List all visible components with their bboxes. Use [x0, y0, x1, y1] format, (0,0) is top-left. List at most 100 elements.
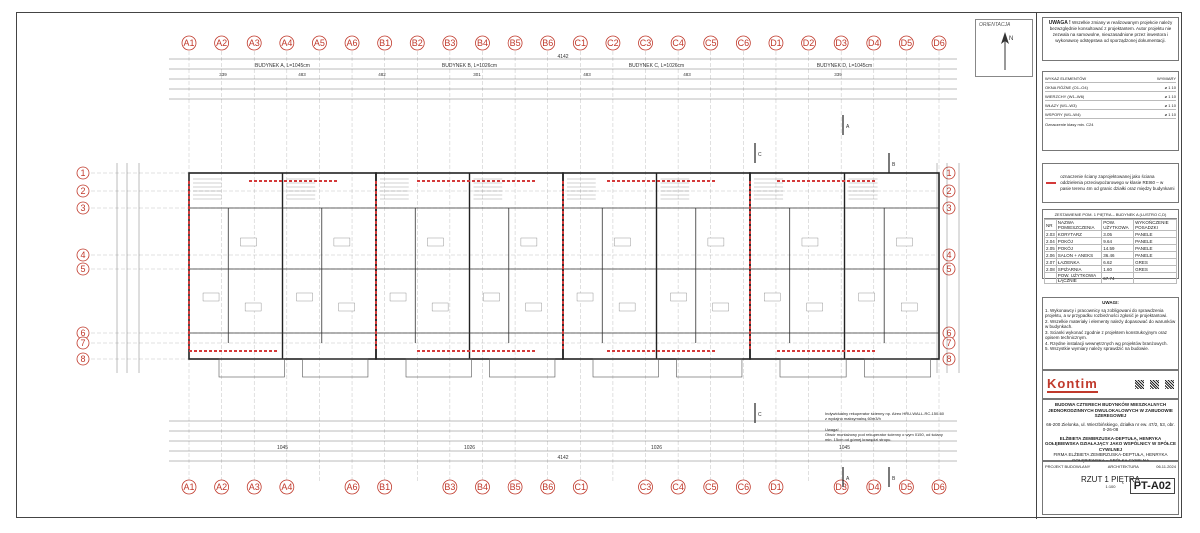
axis-bubble	[735, 35, 751, 51]
building-label: BUDYNEK A, L=1045cm	[255, 63, 310, 69]
axis-label: D3	[835, 38, 847, 48]
stage-label: PROJEKT BUDOWLANY	[1045, 464, 1091, 469]
room-cell: KORYTARZ	[1055, 230, 1103, 238]
axis-bubble	[246, 35, 262, 51]
balcony	[676, 358, 743, 378]
rooms-total-row: POW. UŻYTKOWA ŁĄCZNIE 67.74	[1044, 272, 1177, 284]
row-bubble	[76, 184, 90, 198]
fire-wall-legend-text: oznaczenie ściany zaprojektowanej jako ś…	[1060, 174, 1175, 191]
axis-bubble	[507, 479, 523, 495]
row-label: 3	[80, 203, 85, 213]
axis-bubble	[670, 479, 686, 495]
dimension-text: 1026	[464, 445, 475, 451]
balcony	[218, 358, 285, 378]
investor-line-2: FIRMA ELŻBIETA ZEMBRZUSKA-DEPTUŁA, HENRY…	[1053, 452, 1168, 463]
room-tag	[712, 302, 729, 312]
rooms-table-title: ZESTAWIENIE POM. 1 PIĘTRA – BUDYNEK A (L…	[1044, 211, 1177, 219]
axis-bubble	[572, 35, 588, 51]
axis-bubble	[540, 35, 556, 51]
axis-bubble	[801, 35, 816, 51]
axis-bubble	[279, 35, 295, 51]
axis-label: A3	[249, 38, 260, 48]
room-tag	[427, 237, 444, 247]
elements-header: WYKAZ ELEMENTÓW WYMIARY	[1045, 74, 1176, 83]
notes-title: UWAGI:	[1102, 300, 1119, 305]
axis-bubble	[181, 35, 197, 51]
project-title: BUDOWA CZTERECH BUDYNKÓW MIESZKALNYCH JE…	[1048, 402, 1173, 418]
room-tag	[296, 292, 313, 302]
axis-label: C5	[705, 482, 717, 492]
room-tag	[670, 292, 687, 302]
row-label: 4	[946, 250, 951, 260]
room-tag	[614, 237, 631, 247]
axis-label: B2	[412, 38, 423, 48]
room-cell: ŁAZIENKA	[1055, 258, 1103, 266]
row-bubble	[76, 166, 90, 180]
project-info: BUDOWA CZTERECH BUDYNKÓW MIESZKALNYCH JE…	[1042, 399, 1179, 463]
elements-header-name: WYKAZ ELEMENTÓW	[1045, 75, 1087, 81]
row-label: 3	[946, 203, 951, 213]
room-tag	[806, 302, 823, 312]
room-tag	[338, 302, 355, 312]
axis-label: B4	[477, 482, 488, 492]
axis-label: A2	[216, 38, 227, 48]
room-cell: 2.05	[1044, 244, 1057, 252]
room-tag	[483, 292, 500, 302]
project-address: 66-200 Zielonka, ul. Wierzbińskiego, dzi…	[1046, 421, 1175, 433]
rooms-total-label: POW. UŻYTKOWA ŁĄCZNIE	[1055, 272, 1103, 284]
room-tag	[707, 237, 725, 247]
room-cell: SALON + ANEKS	[1055, 251, 1103, 259]
row-label: 7	[80, 338, 85, 348]
orientation-box: ORIENTACJA N	[975, 19, 1033, 77]
row-bubble	[942, 336, 956, 350]
axis-bubble	[507, 35, 523, 51]
elements-header-dim: WYMIARY	[1156, 75, 1176, 81]
element-name: OKNA RÓŻNE (O1–O4)	[1045, 84, 1088, 90]
axis-bubble	[931, 35, 947, 51]
axis-label: C6	[738, 482, 750, 492]
axis-bubble	[409, 35, 425, 51]
room-tag	[618, 302, 636, 312]
rooms-grid: NR NAZWA POMIESZCZENIA POW. UŻYTKOWA WYK…	[1044, 219, 1177, 284]
dimension-text: 1026	[651, 445, 662, 451]
col-header: NR	[1044, 219, 1057, 231]
orientation-label: ORIENTACJA	[979, 22, 1011, 28]
axis-label: B3	[444, 482, 455, 492]
row-label: 4	[80, 250, 85, 260]
axis-label: C4	[672, 38, 684, 48]
axis-label: D5	[901, 482, 913, 492]
note-item: 5. Wszystkie wymiary należy sprawdzić na…	[1045, 346, 1150, 351]
element-name: WŁAZY (W1–W3)	[1045, 102, 1077, 108]
investor-line-1: ELŻBIETA ZEMBRZUSKA-DEPTUŁA, HENRYKA GOŁ…	[1045, 435, 1176, 452]
title-block: UWAGA ! Wszelkie zmiany w realizowanym p…	[1038, 13, 1183, 519]
axis-label: A5	[314, 38, 325, 48]
section-mark-label: B	[892, 476, 896, 482]
dimension-text: 339	[834, 72, 842, 77]
sheet-name: RZUT 1 PIĘTRA	[1081, 475, 1140, 484]
total-dimension: 4142	[557, 54, 568, 60]
row-bubble	[942, 184, 956, 198]
section-mark-label: A	[846, 476, 850, 482]
axis-bubble	[768, 35, 784, 51]
axis-bubble	[312, 35, 327, 51]
axis-bubble	[475, 35, 490, 51]
room-cell: GRES	[1133, 265, 1177, 273]
axis-label: A3	[249, 482, 260, 492]
room-tag	[520, 237, 538, 247]
room-tag	[202, 292, 220, 302]
axis-bubble	[703, 35, 719, 51]
north-label: N	[1009, 36, 1013, 42]
axis-label: C5	[705, 38, 717, 48]
row-bubble	[76, 201, 90, 215]
row-label: 7	[946, 338, 951, 348]
room-tag	[333, 237, 351, 247]
axis-label: A2	[216, 482, 227, 492]
room-tag	[240, 237, 257, 247]
dimension-text: 483	[583, 72, 591, 77]
